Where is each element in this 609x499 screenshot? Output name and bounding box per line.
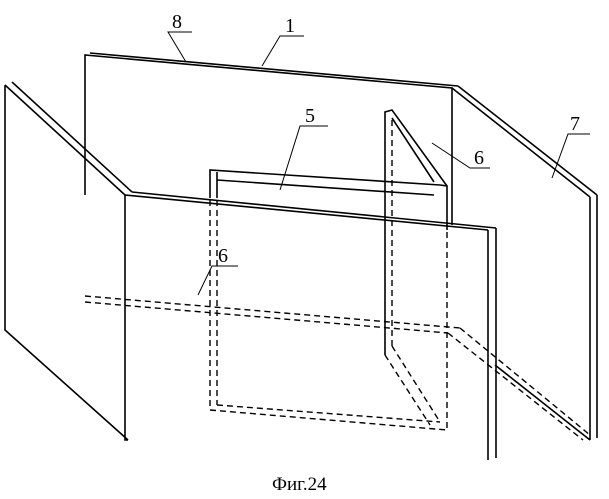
horizontal-dashed-plane [85, 296, 590, 440]
label-7: 7 [570, 113, 580, 135]
label-1: 1 [285, 15, 295, 37]
label-6-top: 6 [474, 147, 484, 169]
figure-caption: Фиг.24 [272, 474, 327, 495]
left-panel [5, 82, 132, 440]
vertical-panel [385, 110, 447, 425]
label-8: 8 [172, 11, 182, 33]
back-panel [85, 53, 458, 225]
label-6-left: 6 [218, 245, 228, 267]
front-panel [125, 192, 496, 460]
right-panel [452, 86, 597, 440]
label-5: 5 [305, 105, 315, 127]
leader-lines [168, 32, 590, 295]
inner-panel [210, 170, 447, 430]
